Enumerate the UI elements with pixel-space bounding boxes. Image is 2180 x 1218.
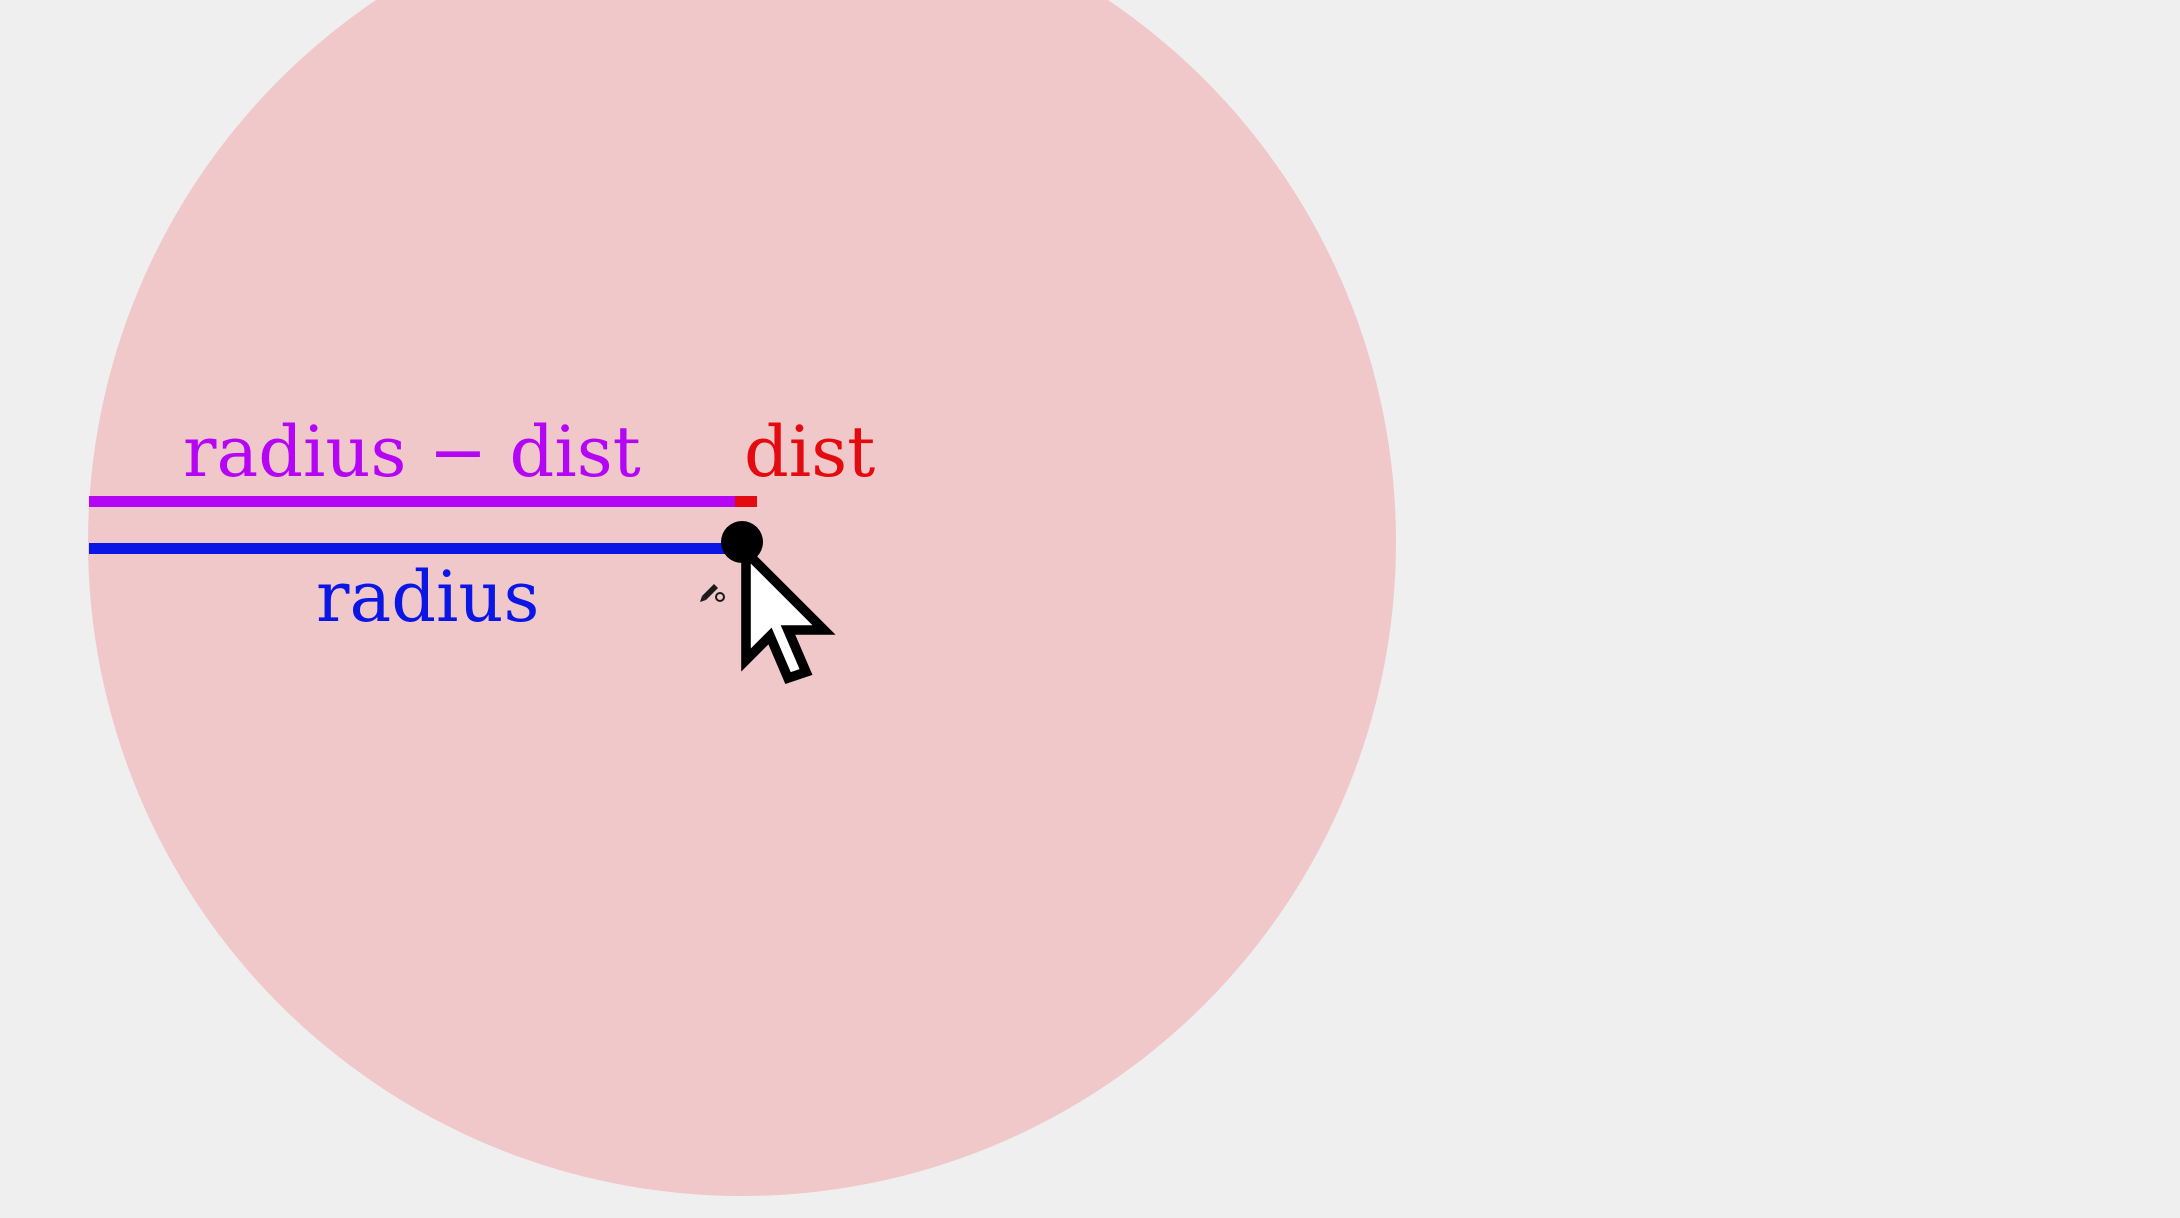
radius-minus-dist-segment	[89, 496, 737, 507]
radius-minus-dist-label: radius − dist	[183, 411, 641, 493]
radius-segment	[89, 543, 739, 554]
dist-segment	[735, 496, 757, 507]
dist-label: dist	[744, 411, 875, 493]
radius-label: radius	[316, 556, 539, 638]
mouse-pointer-icon	[741, 540, 836, 684]
pencil-cursor-icon	[700, 584, 725, 602]
